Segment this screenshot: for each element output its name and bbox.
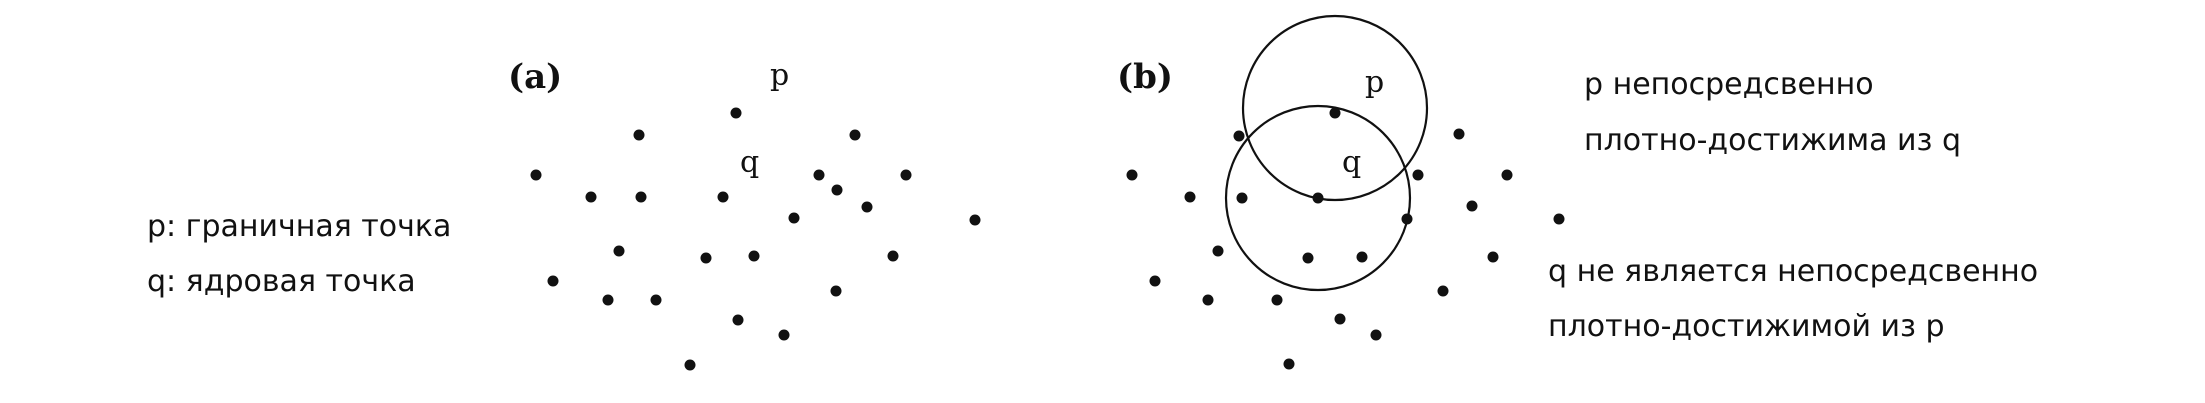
panel-a-points [530, 107, 981, 371]
panel-a-point [602, 294, 614, 306]
panel-a-legend-line1: p: граничная точка [147, 209, 451, 244]
panel-a-point [849, 129, 861, 141]
panel-b-point [1184, 191, 1196, 203]
panel-b-point [1453, 128, 1465, 140]
panel-a-point [900, 169, 912, 181]
panel-a-point [831, 184, 843, 196]
panel-a-point [788, 212, 800, 224]
panel-b-point [1487, 251, 1499, 263]
panel-b-caption-top-line1: p непосредсвенно [1584, 67, 1874, 102]
panel-b-point [1334, 313, 1346, 325]
panel-b-point [1236, 192, 1248, 204]
panel-a-point [969, 214, 981, 226]
panel-a-point [748, 250, 760, 262]
panel-a-point-p-label: p [770, 58, 789, 93]
panel-b-point [1356, 251, 1368, 263]
panel-a-point [633, 129, 645, 141]
panel-b-point [1501, 169, 1513, 181]
neighborhood-circle-q [1224, 104, 1412, 292]
panel-a-legend-line2: q: ядровая точка [147, 264, 416, 299]
panel-b-point-q-label: q [1342, 145, 1361, 180]
panel-a-point-q-label: q [740, 145, 759, 180]
panel-b-point [1553, 213, 1565, 225]
panel-b-point [1437, 285, 1449, 297]
panel-b-point [1283, 358, 1295, 370]
panel-b: (b) p q [1117, 14, 2038, 370]
panel-a-point [635, 191, 647, 203]
panel-b-point [1370, 329, 1382, 341]
panel-a: (a) p q [147, 57, 981, 371]
panel-b-point [1233, 130, 1245, 142]
panel-a-label: (a) [508, 57, 562, 97]
panel-a-point [830, 285, 842, 297]
panel-b-points [1126, 107, 1565, 370]
panel-a-point [778, 329, 790, 341]
panel-b-point [1202, 294, 1214, 306]
panel-a-point [887, 250, 899, 262]
panel-a-point [861, 201, 873, 213]
panel-b-point [1412, 169, 1424, 181]
neighborhood-circle-p [1241, 14, 1429, 202]
panel-a-point-q [717, 191, 729, 203]
panel-a-point [547, 275, 559, 287]
panel-b-point [1466, 200, 1478, 212]
panel-b-point [1302, 252, 1314, 264]
panel-b-caption-bottom-line2: плотно-достижимой из p [1548, 309, 1945, 344]
panel-b-point [1126, 169, 1138, 181]
panel-b-point-p [1329, 107, 1341, 119]
panel-b-caption-top-line2: плотно-достижима из q [1584, 123, 1961, 158]
panel-b-point [1149, 275, 1161, 287]
panel-a-point [650, 294, 662, 306]
panel-b-point [1271, 294, 1283, 306]
panel-b-label: (b) [1117, 57, 1173, 97]
panel-b-point-q [1312, 192, 1324, 204]
panel-b-point [1401, 213, 1413, 225]
panel-a-point-p [730, 107, 742, 119]
panel-a-point [684, 359, 696, 371]
panel-a-point [613, 245, 625, 257]
panel-a-point [732, 314, 744, 326]
panel-a-point [813, 169, 825, 181]
panel-a-point [530, 169, 542, 181]
panel-a-point [585, 191, 597, 203]
panel-b-point [1212, 245, 1224, 257]
panel-b-point-p-label: p [1365, 65, 1384, 100]
panel-b-caption-bottom-line1: q не является непосредсвенно [1548, 254, 2038, 289]
panel-a-point [700, 252, 712, 264]
